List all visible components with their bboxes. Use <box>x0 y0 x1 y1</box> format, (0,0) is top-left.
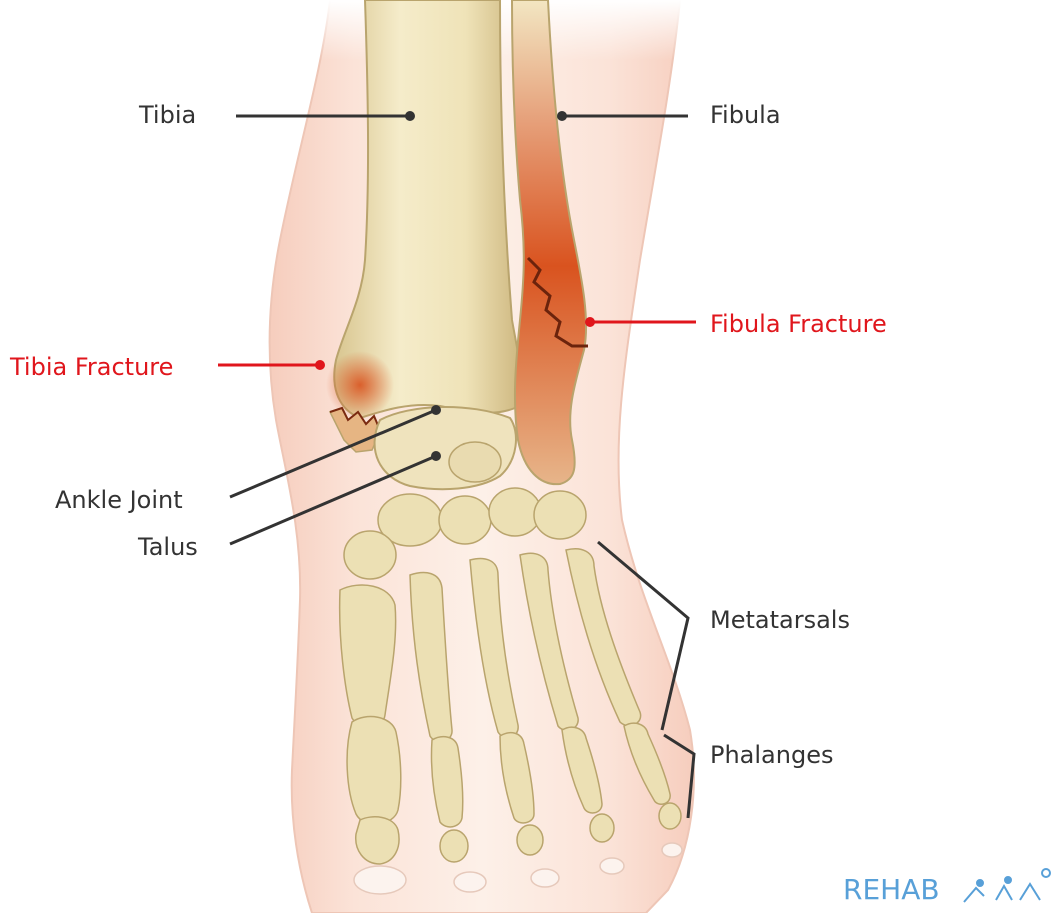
tibia-label: Tibia <box>139 101 196 129</box>
tibia-fracture-label: Tibia Fracture <box>10 353 173 381</box>
logo-figure-icon <box>964 869 1050 902</box>
ankle-joint-label: Ankle Joint <box>55 486 183 514</box>
phalanges-label: Phalanges <box>710 741 833 769</box>
talus-bone <box>375 407 516 489</box>
fibula-label: Fibula <box>710 101 781 129</box>
fibula-fracture-label: Fibula Fracture <box>710 310 887 338</box>
rehab-logo: REHAB <box>843 874 940 906</box>
metatarsals-label: Metatarsals <box>710 606 850 634</box>
talus-label: Talus <box>138 533 198 561</box>
